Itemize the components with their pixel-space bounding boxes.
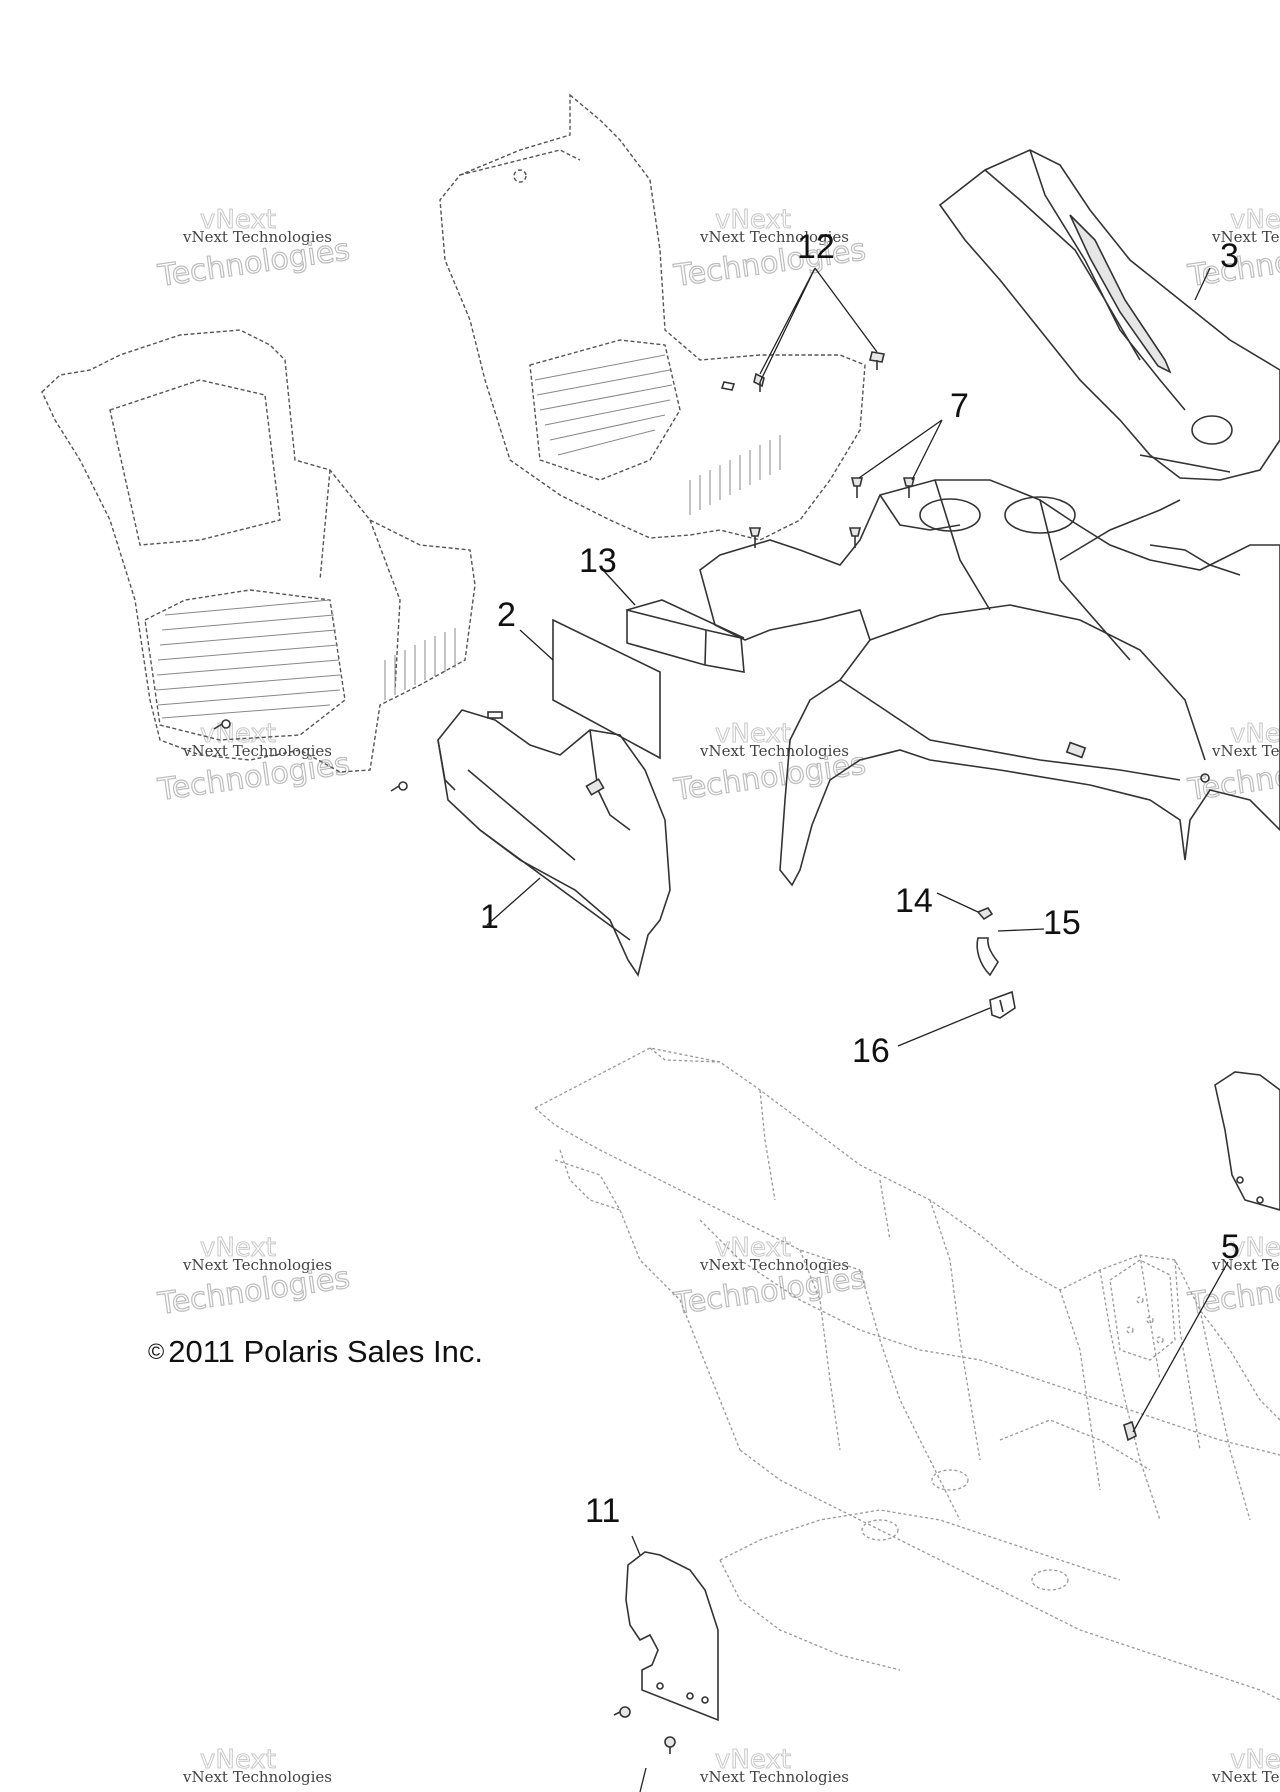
leader-lines <box>486 267 1229 1792</box>
svg-text:vNext Technologies: vNext Technologies <box>699 228 849 246</box>
watermark-8: vNext vNext Technologies Technologies <box>671 1233 869 1323</box>
svg-text:vNext: vNext <box>200 719 276 749</box>
part-11-plate <box>625 1551 719 1722</box>
copyright-symbol: © <box>148 1339 165 1364</box>
part-15-hose <box>976 937 999 977</box>
clip-12c <box>720 381 736 391</box>
watermark-7: vNext vNext Technologies Technologies <box>155 1233 353 1323</box>
watermark-10: vNext vNext Technologies <box>182 1745 332 1787</box>
svg-text:vNext: vNext <box>200 1745 276 1775</box>
watermark-9: vNext vNext Technologies Technologies <box>1185 1233 1280 1323</box>
copyright-notice: ©2011 Polaris Sales Inc. <box>148 1334 483 1370</box>
copyright-text: 2011 Polaris Sales Inc. <box>168 1334 483 1369</box>
watermark-4: vNext vNext Technologies Technologies <box>155 719 353 809</box>
svg-text:vNext: vNext <box>1230 205 1280 235</box>
upper-footwell <box>439 93 866 541</box>
part-2-sheet <box>552 618 661 760</box>
left-footwell <box>41 329 476 773</box>
callout-2: 2 <box>497 596 516 634</box>
watermark-5: vNext vNext Technologies Technologies <box>671 719 869 809</box>
svg-text:vNext: vNext <box>715 205 791 235</box>
callout-7: 7 <box>950 387 969 425</box>
callout-1: 1 <box>480 898 499 936</box>
svg-text:vNext Technologies: vNext Technologies <box>1211 228 1280 246</box>
callout-15: 15 <box>1043 904 1081 942</box>
part-14-nut <box>976 907 994 921</box>
svg-text:vNext: vNext <box>1230 1233 1280 1263</box>
screw-7b <box>902 477 916 498</box>
svg-text:vNext: vNext <box>1230 719 1280 749</box>
bolt-11a <box>613 1706 631 1718</box>
callout-11: 11 <box>585 1492 620 1530</box>
callout-16: 16 <box>852 1032 890 1070</box>
footwell-hatch-upper <box>534 354 673 456</box>
part-13-foam-block <box>626 599 745 673</box>
callout-13: 13 <box>579 542 617 580</box>
clip-12a <box>753 372 765 392</box>
svg-text:vNext Technologies: vNext Technologies <box>182 1256 332 1274</box>
svg-text:vNext Technologies: vNext Technologies <box>182 228 332 246</box>
svg-text:vNext: vNext <box>1230 1745 1280 1775</box>
svg-text:vNext: vNext <box>200 1233 276 1263</box>
watermark-2: vNext vNext Technologies Technologies <box>671 205 869 295</box>
right-plate <box>1214 1071 1280 1211</box>
front-fender <box>699 479 1280 887</box>
vehicle-frame <box>534 1047 1280 1701</box>
part-3-seat <box>938 149 1280 481</box>
svg-text:vNext: vNext <box>715 719 791 749</box>
screw-7d <box>848 527 862 548</box>
callout-14: 14 <box>895 882 933 920</box>
svg-text:vNext Technologies: vNext Technologies <box>699 742 849 760</box>
callout-12: 12 <box>797 228 835 266</box>
part-5-fastener <box>1123 1420 1137 1442</box>
clip-12b <box>869 351 885 370</box>
callout-5: 5 <box>1221 1228 1240 1266</box>
part-1-side-panel <box>437 709 671 977</box>
callout-3: 3 <box>1220 237 1239 275</box>
svg-text:vNext Technologies: vNext Technologies <box>182 742 332 760</box>
svg-text:vNext Technologies: vNext Technologies <box>699 1768 849 1786</box>
bolt-11b <box>664 1736 676 1754</box>
watermark-1: vNext vNext Technologies Technologies <box>155 205 353 295</box>
bolt-left-1 <box>213 719 231 730</box>
callout-labels: 1 2 3 5 7 11 12 13 14 15 16 <box>480 228 1240 1530</box>
svg-text:vNext Technologies: vNext Technologies <box>1211 1768 1280 1786</box>
svg-text:vNext: vNext <box>200 205 276 235</box>
footwell-hatch-left <box>155 599 341 719</box>
watermark-6: vNext vNext Technologies Technologies <box>1185 719 1280 809</box>
watermark-12: vNext vNext Technologies <box>1211 1745 1280 1787</box>
part-16-clip <box>989 990 1016 1019</box>
svg-text:vNext Technologies: vNext Technologies <box>699 1256 849 1274</box>
watermark-11: vNext vNext Technologies <box>699 1745 849 1787</box>
svg-text:vNext Technologies: vNext Technologies <box>1211 742 1280 760</box>
svg-text:vNext Technologies: vNext Technologies <box>1211 1256 1280 1274</box>
screw-7a <box>850 477 864 498</box>
screw-7c <box>748 527 762 548</box>
svg-text:vNext Technologies: vNext Technologies <box>182 1768 332 1786</box>
svg-text:vNext: vNext <box>715 1745 791 1775</box>
bolt-left-2 <box>390 781 408 792</box>
